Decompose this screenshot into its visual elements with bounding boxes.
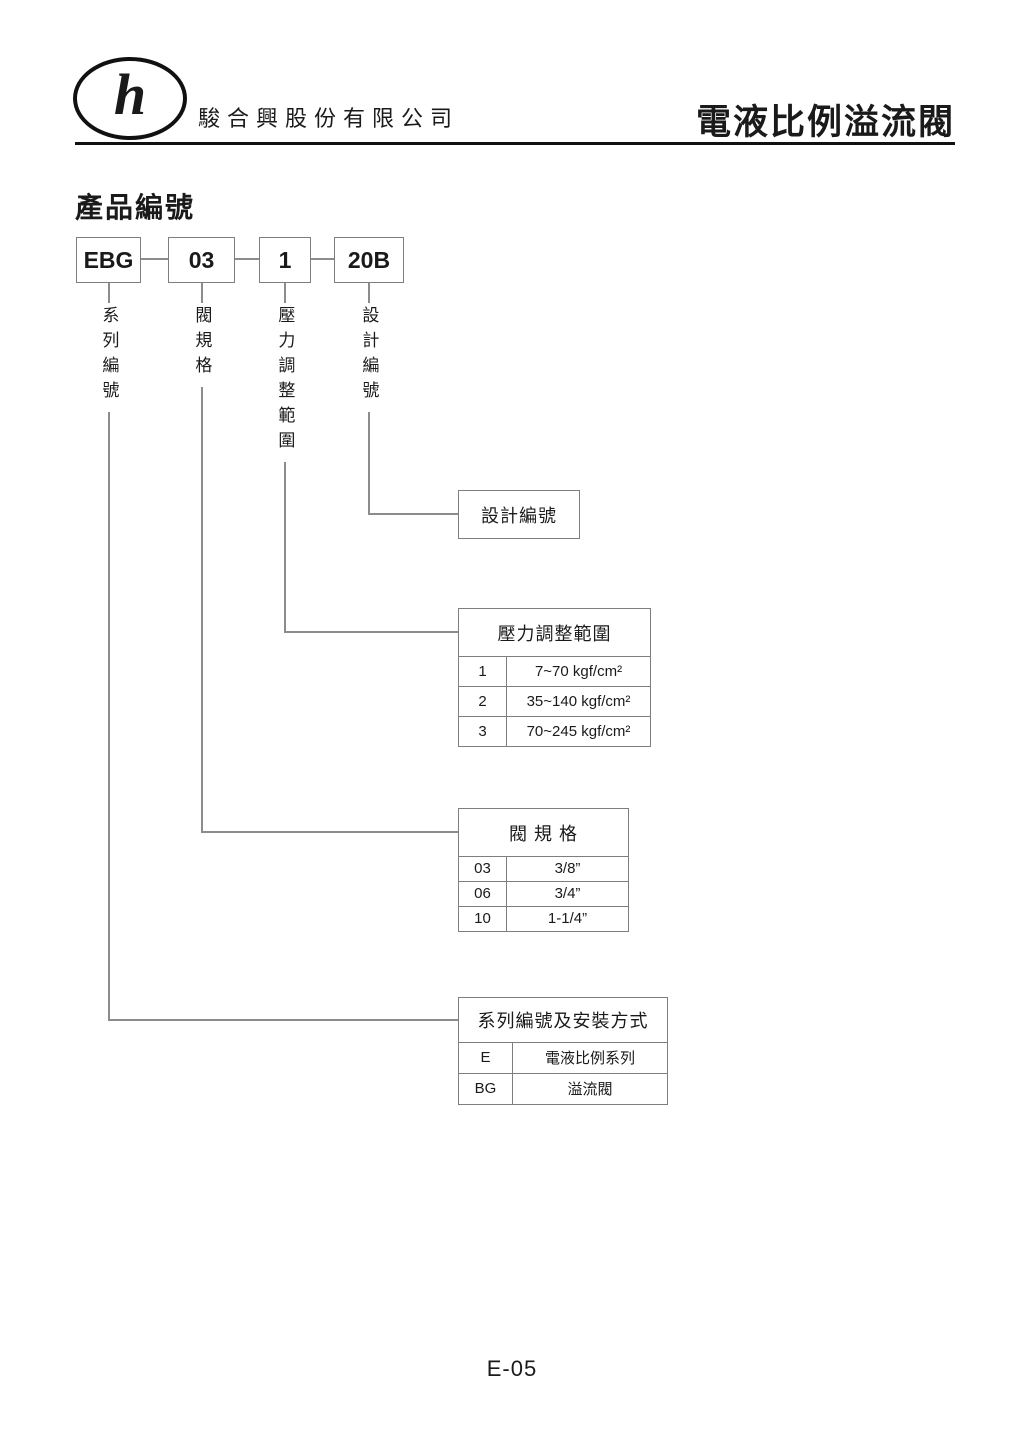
header-rule <box>75 142 955 145</box>
table-row: 06 3/4” <box>459 880 628 906</box>
valve-spec-title: 閥 規 格 <box>458 808 629 857</box>
pressure-range-title: 壓力調整範圍 <box>458 608 651 657</box>
row-code: 2 <box>459 686 507 716</box>
code-connector <box>141 258 168 260</box>
pressure-range-table: 1 7~70 kgf/cm² 2 35~140 kgf/cm² 3 70~245… <box>458 655 651 747</box>
footer-page-number: E-05 <box>486 1356 538 1381</box>
design-number-title: 設計編號 <box>458 490 580 539</box>
table-row: BG 溢流閥 <box>459 1072 667 1104</box>
series-title: 系列編號及安裝方式 <box>458 997 668 1043</box>
leader-line-valve-spec-h <box>201 831 458 833</box>
section-title: 產品編號 <box>75 192 196 223</box>
row-code: 3 <box>459 716 507 746</box>
row-value: 電液比例系列 <box>544 1050 635 1067</box>
code-connector <box>311 258 334 260</box>
row-value: 溢流閥 <box>567 1081 613 1098</box>
code-box-design: 20B <box>334 237 404 283</box>
code-label-pressure-range: 壓力調整範圍 <box>272 303 297 462</box>
row-code: 1 <box>459 656 507 686</box>
code-box-valve-spec-value: 03 <box>188 246 215 273</box>
code-label-series: 系列編號 <box>96 303 121 412</box>
row-code: 10 <box>459 906 507 931</box>
table-row: E 電液比例系列 <box>459 1042 667 1073</box>
leader-line-valve-spec <box>201 283 203 832</box>
code-connector <box>235 258 259 260</box>
code-label-design: 設計編號 <box>356 303 381 412</box>
leader-line-series <box>108 283 110 1020</box>
row-value: 70~245 kgf/cm² <box>526 722 631 740</box>
table-row: 03 3/8” <box>459 856 628 881</box>
code-box-series-value: EBG <box>83 246 134 273</box>
row-value: 7~70 kgf/cm² <box>534 662 623 680</box>
code-box-valve-spec: 03 <box>168 237 235 283</box>
design-number-callout: 設計編號 <box>458 490 580 539</box>
row-value: 1-1/4” <box>547 910 588 927</box>
page-title: 電液比例溢流閥 <box>695 103 955 142</box>
leader-line-series-h <box>108 1019 458 1021</box>
table-row: 10 1-1/4” <box>459 905 628 931</box>
logo-letter: h <box>113 61 147 127</box>
row-value: 3/8” <box>554 860 581 877</box>
valve-spec-callout: 閥 規 格 03 3/8” 06 3/4” 10 1-1/4” <box>458 808 629 932</box>
leader-line-pressure-range-h <box>284 631 458 633</box>
code-label-valve-spec: 閥規格 <box>189 303 214 387</box>
table-row: 2 35~140 kgf/cm² <box>459 685 650 716</box>
series-callout: 系列編號及安裝方式 E 電液比例系列 BG 溢流閥 <box>458 997 668 1105</box>
code-box-design-value: 20B <box>347 246 391 273</box>
code-box-pressure-range: 1 <box>259 237 311 283</box>
row-code: 06 <box>459 881 507 906</box>
row-value: 35~140 kgf/cm² <box>526 692 631 710</box>
pressure-range-callout: 壓力調整範圍 1 7~70 kgf/cm² 2 35~140 kgf/cm² 3… <box>458 608 651 747</box>
table-row: 3 70~245 kgf/cm² <box>459 715 650 746</box>
code-box-series: EBG <box>76 237 141 283</box>
company-name: 駿合興股份有限公司 <box>198 106 460 131</box>
series-table: E 電液比例系列 BG 溢流閥 <box>458 1041 668 1105</box>
row-code: BG <box>459 1073 513 1104</box>
valve-spec-table: 03 3/8” 06 3/4” 10 1-1/4” <box>458 855 629 932</box>
row-code: E <box>459 1042 513 1073</box>
table-row: 1 7~70 kgf/cm² <box>459 656 650 686</box>
row-code: 03 <box>459 856 507 881</box>
leader-line-design-h <box>368 513 458 515</box>
company-logo: h <box>73 57 187 140</box>
code-box-pressure-range-value: 1 <box>278 246 292 273</box>
row-value: 3/4” <box>554 885 581 902</box>
